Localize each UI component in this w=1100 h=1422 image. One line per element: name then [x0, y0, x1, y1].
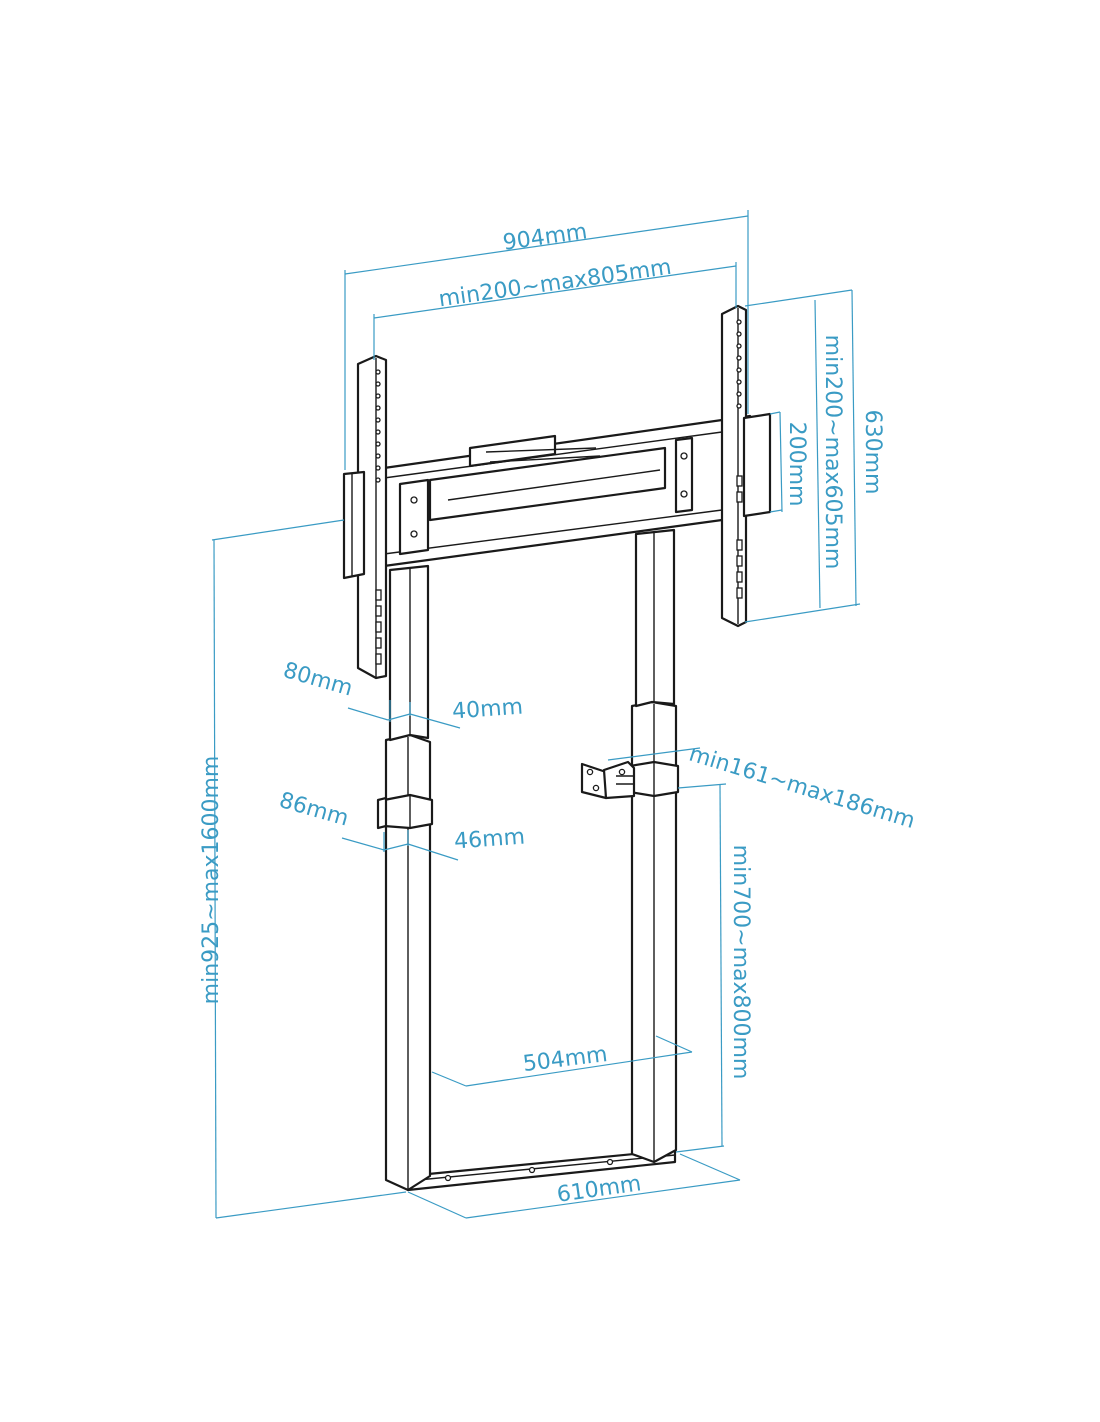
- dim-vesa-height: min200~max605mm: [820, 335, 845, 570]
- dim-overall-height: 630mm: [860, 410, 885, 495]
- stand-frame: [342, 304, 772, 1192]
- dim-vesa-width: min200~max805mm: [437, 255, 673, 312]
- dim-mount-height: min925~max1600mm: [199, 756, 224, 1005]
- left-arm-holes: [375, 369, 382, 665]
- mounting-crossbar: [382, 414, 752, 568]
- dim-lower-column-width: 46mm: [453, 825, 525, 855]
- dim-crossbar-height: 200mm: [784, 422, 809, 507]
- dim-overall-width: 904mm: [501, 219, 589, 256]
- right-vesa-arm: [720, 304, 772, 628]
- dimension-labels: 904mm min200~max805mm 630mm min200~max60…: [199, 219, 918, 1208]
- right-collar: [628, 760, 680, 798]
- wall-bracket: [580, 760, 636, 800]
- right-arm-holes: [736, 319, 743, 599]
- right-upper-column: [634, 528, 676, 708]
- left-vesa-arm: [342, 354, 388, 680]
- dim-base-width: 610mm: [555, 1171, 643, 1208]
- dim-lower-column-depth: 86mm: [276, 788, 351, 832]
- dim-inner-width: 504mm: [522, 1042, 609, 1077]
- left-collar: [376, 793, 434, 830]
- dimension-lines: [211, 210, 861, 1219]
- dim-bracket-height: min700~max800mm: [728, 845, 753, 1080]
- dim-upper-column-width: 40mm: [451, 695, 523, 725]
- dim-upper-column-depth: 80mm: [280, 658, 355, 702]
